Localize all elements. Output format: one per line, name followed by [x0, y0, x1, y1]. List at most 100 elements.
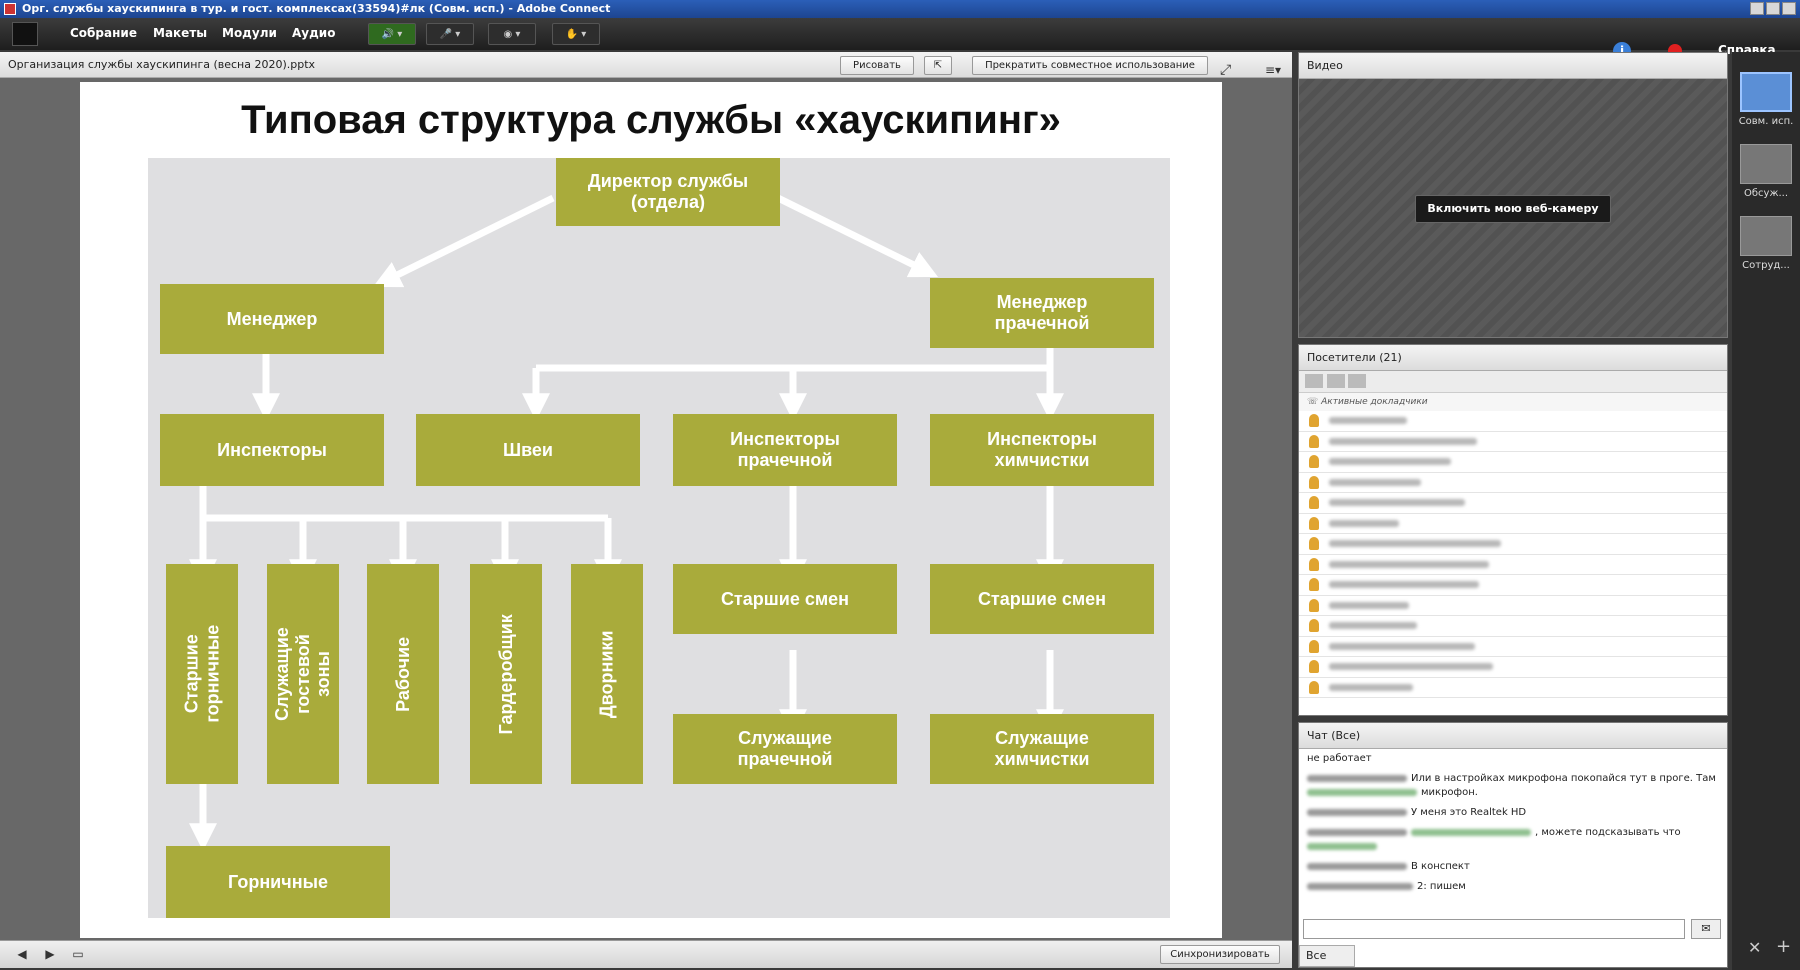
chat-message: В конспект: [1299, 857, 1727, 877]
chat-recipient-select[interactable]: Все: [1299, 945, 1355, 967]
redacted-name: [1329, 458, 1451, 466]
box-senior-shift-drycleaning: Старшие смен: [930, 564, 1154, 634]
person-icon: [1309, 557, 1319, 571]
menu-bar: Собрание Макеты Модули Аудио 🔊 ▾ 🎤 ▾ ◉ ▾…: [0, 18, 1800, 60]
list-item[interactable]: [1299, 657, 1727, 678]
layout-share-label: Совм. исп.: [1738, 116, 1794, 127]
list-item[interactable]: [1299, 555, 1727, 575]
redacted-user: [1307, 828, 1407, 836]
start-webcam-button[interactable]: Включить мою веб-камеру: [1415, 195, 1611, 223]
chat-input[interactable]: [1303, 919, 1685, 939]
fullscreen-icon[interactable]: ⤢: [1220, 62, 1232, 78]
chat-text: , можете подсказывать что: [1535, 827, 1681, 838]
list-item[interactable]: [1299, 637, 1727, 657]
person-icon: [1309, 639, 1319, 653]
next-slide-icon[interactable]: ▶: [45, 947, 55, 961]
menu-pods[interactable]: Модули: [222, 26, 277, 40]
list-item[interactable]: [1299, 432, 1727, 452]
redacted-name: [1329, 499, 1465, 507]
person-icon: [1309, 455, 1319, 469]
menu-meeting[interactable]: Собрание: [70, 26, 137, 40]
draw-button[interactable]: Рисовать: [840, 56, 914, 75]
layout-collab-thumb[interactable]: [1740, 216, 1792, 256]
redacted-text: [1307, 788, 1417, 796]
attendee-list: [1299, 411, 1727, 698]
box-janitors: Дворники: [571, 564, 643, 784]
share-footer: ◀ ▶ ▭ Синхронизировать: [0, 940, 1292, 968]
stop-sharing-button[interactable]: Прекратить совместное использование: [972, 56, 1208, 75]
person-icon: [1309, 516, 1319, 530]
speaker-button[interactable]: 🔊 ▾: [368, 23, 416, 45]
list-item[interactable]: [1299, 575, 1727, 596]
box-laundry-inspectors: Инспекторы прачечной: [673, 414, 897, 486]
layout-settings-icon[interactable]: ✕: [1748, 938, 1762, 957]
box-guest-zone-staff: Служащие гостевой зоны: [267, 564, 339, 784]
microphone-icon: 🎤 ▾: [439, 28, 461, 40]
list-item[interactable]: [1299, 473, 1727, 493]
person-icon: [1309, 578, 1319, 592]
window-title: Орг. службы хаускипинга в тур. и гост. к…: [22, 2, 611, 15]
app-icon: [4, 3, 16, 15]
box-workers-label: Рабочие: [392, 636, 413, 712]
share-pod: Организация службы хаускипинга (весна 20…: [0, 52, 1292, 968]
list-item[interactable]: [1299, 452, 1727, 473]
slide: Типовая структура службы «хаускипинг»: [80, 82, 1222, 938]
chat-scope: (Все): [1331, 729, 1361, 742]
redacted-name: [1329, 417, 1407, 425]
share-pod-header: Организация службы хаускипинга (весна 20…: [0, 52, 1292, 78]
prev-slide-icon[interactable]: ◀: [17, 947, 27, 961]
list-item[interactable]: [1299, 596, 1727, 616]
chat-text: не работает: [1307, 753, 1372, 764]
pod-menu-icon[interactable]: ≡▾: [1265, 63, 1282, 77]
pointer-button[interactable]: ⇱: [924, 56, 952, 75]
sidebar-toggle-icon[interactable]: ▭: [72, 947, 84, 961]
redacted-name: [1329, 519, 1399, 527]
maximize-button[interactable]: [1766, 2, 1780, 15]
box-guest-zone-staff-label: Служащие гостевой зоны: [271, 627, 334, 721]
chat-pod: Чат (Все) не работает Или в настройках м…: [1298, 722, 1728, 968]
list-item[interactable]: [1299, 534, 1727, 555]
layout-share-thumb[interactable]: [1740, 72, 1792, 112]
raise-hand-button[interactable]: ✋ ▾: [552, 23, 600, 45]
speaker-icon: 🔊 ▾: [381, 28, 403, 40]
close-window-button[interactable]: [1782, 2, 1796, 15]
person-icon: [1309, 434, 1319, 448]
box-director: Директор службы (отдела): [556, 158, 780, 226]
menu-audio[interactable]: Аудио: [292, 26, 336, 40]
list-view-icon[interactable]: [1305, 374, 1323, 388]
chat-text: микрофон.: [1421, 787, 1478, 798]
list-item[interactable]: [1299, 616, 1727, 637]
list-item[interactable]: [1299, 493, 1727, 514]
minimize-button[interactable]: [1750, 2, 1764, 15]
sync-button[interactable]: Синхронизировать: [1160, 945, 1280, 964]
redacted-name: [1329, 622, 1417, 630]
slide-title: Типовая структура службы «хаускипинг»: [241, 98, 1061, 142]
send-message-button[interactable]: ✉: [1691, 919, 1721, 939]
box-laundry-staff: Служащие прачечной: [673, 714, 897, 784]
redacted-text: [1307, 842, 1377, 850]
webcam-button[interactable]: ◉ ▾: [488, 23, 536, 45]
redacted-name: [1329, 581, 1479, 589]
box-workers: Рабочие: [367, 564, 439, 784]
box-drycleaning-staff: Служащие химчистки: [930, 714, 1154, 784]
add-layout-icon[interactable]: +: [1776, 936, 1792, 957]
person-icon: [1309, 496, 1319, 510]
microphone-button[interactable]: 🎤 ▾: [426, 23, 474, 45]
status-view-icon[interactable]: [1348, 374, 1366, 388]
redacted-user: [1307, 774, 1407, 782]
chat-title: Чат: [1307, 729, 1328, 742]
layout-discussion-thumb[interactable]: [1740, 144, 1792, 184]
attendees-title: Посетители: [1307, 351, 1376, 364]
redacted-name: [1329, 478, 1421, 486]
attendees-pod-header: Посетители (21): [1299, 345, 1727, 371]
menu-layouts[interactable]: Макеты: [153, 26, 208, 40]
list-item[interactable]: [1299, 678, 1727, 698]
grid-view-icon[interactable]: [1326, 374, 1345, 388]
list-item[interactable]: [1299, 514, 1727, 534]
chat-message: , можете подсказывать что: [1299, 823, 1727, 857]
video-pod: Видео Включить мою веб-камеру: [1298, 52, 1728, 338]
list-item[interactable]: [1299, 411, 1727, 432]
box-manager: Менеджер: [160, 284, 384, 354]
person-icon: [1309, 414, 1319, 428]
chat-pod-header: Чат (Все): [1299, 723, 1727, 749]
